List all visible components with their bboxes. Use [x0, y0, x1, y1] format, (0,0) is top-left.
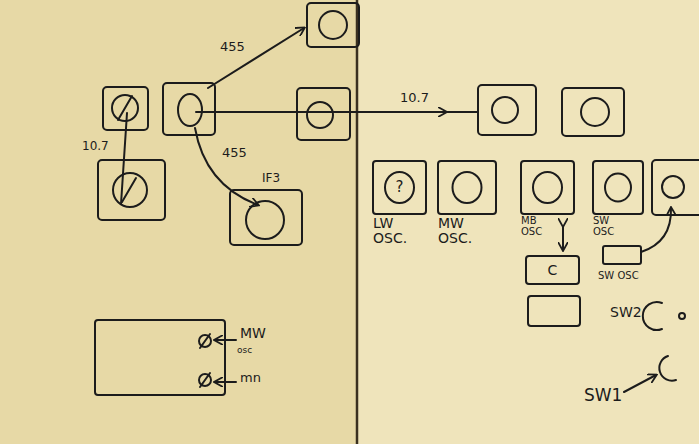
- page-fold: [356, 0, 359, 444]
- sketch-label: 10.7: [82, 140, 109, 153]
- left-page: [0, 0, 358, 444]
- coil-square: [230, 190, 302, 245]
- node-caption: MW OSC.: [438, 216, 490, 245]
- slash-mark: [118, 96, 132, 120]
- panel-box: [95, 320, 225, 395]
- sketch-label: SW2: [610, 305, 642, 320]
- leader-arrow: [624, 375, 656, 392]
- node-text: ?: [374, 180, 425, 196]
- sketch-label: IF3: [262, 172, 280, 185]
- node-caption: MB OSC: [521, 216, 555, 237]
- coil-circle: [113, 173, 147, 207]
- coil-circle: [112, 95, 138, 121]
- small-box: [603, 246, 641, 264]
- coil-circle: [307, 102, 333, 128]
- node-caption: SW OSC: [593, 216, 631, 237]
- coil-square: [562, 88, 624, 136]
- sketch-label: mn: [240, 371, 261, 385]
- coil-circle: [439, 162, 495, 213]
- coil-box: SW OSC: [592, 160, 644, 215]
- node-caption: LW OSC.: [373, 216, 421, 245]
- control-symbol: [199, 335, 211, 347]
- coil-circle: [605, 174, 631, 202]
- coil-circle: [594, 162, 642, 213]
- sketch-arrow: [196, 111, 446, 113]
- coil-circle: [533, 172, 562, 203]
- coil-square: [307, 3, 359, 47]
- coil-square: [652, 160, 699, 215]
- coil-circle: [319, 11, 347, 39]
- coil-circle: [246, 201, 284, 239]
- coil-box: MW OSC.: [437, 160, 497, 215]
- sketch-label: SW1: [584, 386, 622, 405]
- coil-square: [163, 83, 215, 135]
- right-page: [358, 0, 699, 444]
- switch-circle: [643, 302, 662, 330]
- coil-square: [297, 88, 350, 140]
- coil-circle: [581, 98, 609, 126]
- coil-box: ?LW OSC.: [372, 160, 427, 215]
- control-symbol: [200, 373, 210, 387]
- coil-box: C: [525, 255, 580, 285]
- sketch-label: SW OSC: [598, 270, 639, 281]
- sketch-arrow: [195, 128, 258, 205]
- coil-square: [98, 160, 165, 220]
- coil-box: MB OSC: [520, 160, 575, 215]
- control-symbol: [200, 334, 210, 348]
- control-symbol: [199, 374, 211, 386]
- sketch-label: 10.7: [400, 91, 429, 105]
- sketch-line: [446, 111, 478, 113]
- slash-mark: [122, 178, 136, 202]
- node-text: C: [527, 263, 578, 278]
- coil-circle: [662, 176, 684, 198]
- switch-dot: [679, 313, 685, 319]
- sketch-line: [121, 113, 127, 204]
- adjust-arrow: [562, 226, 564, 250]
- coil-circle: [178, 94, 202, 126]
- small-box: [528, 296, 580, 326]
- sketch-label: osc: [237, 346, 252, 356]
- sketch-label: MW: [240, 326, 266, 341]
- sketch-label: 455: [222, 146, 247, 160]
- coil-circle: [453, 172, 482, 203]
- sketch-arrow: [641, 208, 671, 252]
- switch-circle: [659, 356, 676, 381]
- coil-circle: [522, 162, 573, 213]
- coil-square: [478, 85, 536, 135]
- leader-arrow: [215, 381, 236, 383]
- sketch-arrow: [208, 28, 304, 88]
- leader-arrow: [215, 339, 236, 341]
- sketch-label: 455: [220, 40, 245, 54]
- coil-circle: [492, 97, 518, 123]
